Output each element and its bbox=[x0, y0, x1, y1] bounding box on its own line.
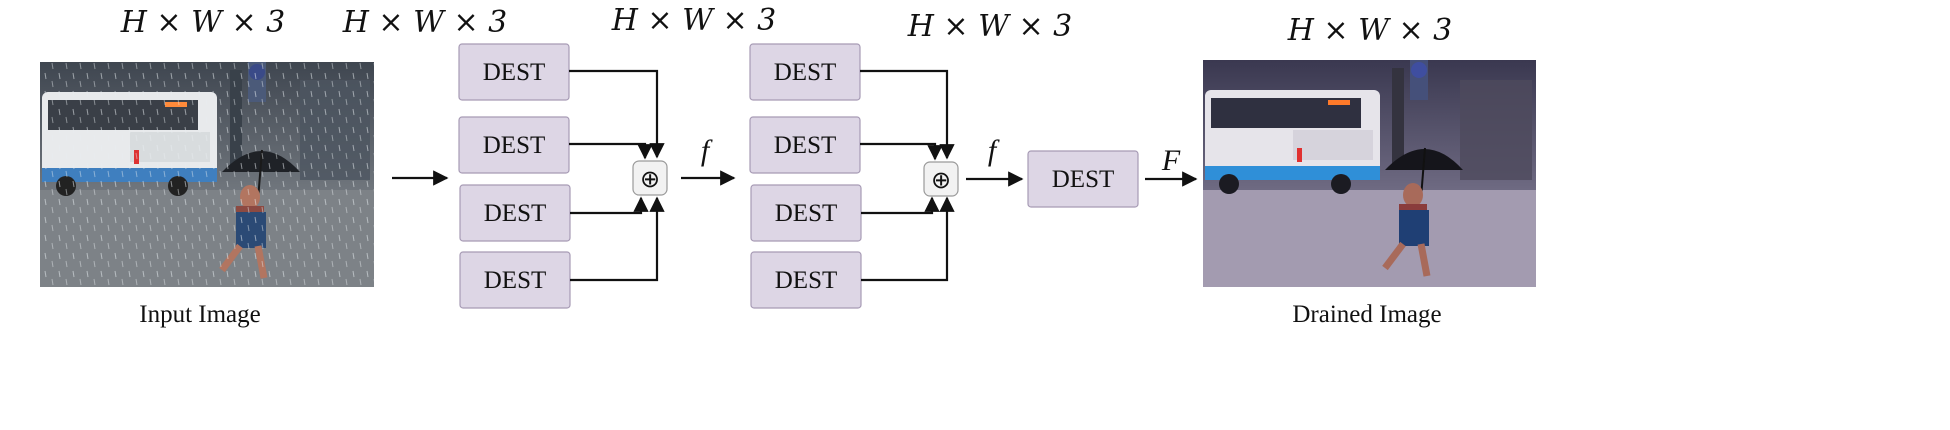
stage2-connector-1 bbox=[860, 69, 955, 160]
input-dim-label: H × W × 3 bbox=[120, 5, 286, 40]
svg-text:DEST: DEST bbox=[483, 132, 546, 159]
svg-text:DEST: DEST bbox=[1052, 166, 1115, 193]
stage1-output-label: f bbox=[701, 134, 713, 167]
stage1-connector-4 bbox=[570, 196, 665, 282]
stage2-dest-block-4: DEST bbox=[750, 251, 862, 309]
stage2-output-label: f bbox=[988, 134, 1000, 167]
stage2-dest-block-3: DEST bbox=[750, 184, 862, 242]
svg-text:DEST: DEST bbox=[774, 59, 837, 86]
input-image-caption: Input Image bbox=[139, 301, 260, 328]
stage1-sum-node: ⊕ bbox=[632, 160, 668, 196]
svg-text:DEST: DEST bbox=[484, 267, 547, 294]
plus-circle-icon: ⊕ bbox=[931, 166, 951, 194]
stage2-connector-4 bbox=[861, 196, 955, 282]
stage1-connector-3 bbox=[570, 196, 649, 215]
stage3-dim-label: H × W × 3 bbox=[907, 9, 1073, 44]
svg-text:DEST: DEST bbox=[774, 132, 837, 159]
output-dim-label: H × W × 3 bbox=[1287, 13, 1453, 48]
svg-text:DEST: DEST bbox=[483, 59, 546, 86]
stage1-connector-2 bbox=[569, 142, 653, 160]
final-dest-block: DEST bbox=[1027, 150, 1139, 208]
stage1-dest-block-1: DEST bbox=[458, 43, 570, 101]
stage1-dest-block-3: DEST bbox=[459, 184, 571, 242]
stage2-connector-3 bbox=[861, 196, 940, 215]
person-with-umbrella bbox=[1382, 147, 1463, 277]
stage1-dim-label: H × W × 3 bbox=[342, 5, 508, 40]
stage1-connector-1 bbox=[569, 69, 665, 159]
stage2-dest-block-2: DEST bbox=[749, 116, 861, 174]
svg-text:DEST: DEST bbox=[775, 200, 838, 227]
stage2-dim-label: H × W × 3 bbox=[611, 3, 777, 38]
svg-text:DEST: DEST bbox=[775, 267, 838, 294]
final-output-label: F bbox=[1161, 144, 1181, 177]
stage2-sum-node: ⊕ bbox=[923, 161, 959, 197]
stage1-dest-block-2: DEST bbox=[458, 116, 570, 174]
stage1-dest-block-4: DEST bbox=[459, 251, 571, 309]
stage2-connector-2 bbox=[860, 142, 943, 161]
output-image bbox=[1203, 60, 1536, 287]
bus bbox=[1205, 90, 1380, 194]
svg-text:DEST: DEST bbox=[484, 200, 547, 227]
stage2-dest-block-1: DEST bbox=[749, 43, 861, 101]
output-image-caption: Drained Image bbox=[1292, 301, 1441, 328]
input-image bbox=[40, 62, 374, 287]
plus-circle-icon: ⊕ bbox=[640, 165, 660, 193]
